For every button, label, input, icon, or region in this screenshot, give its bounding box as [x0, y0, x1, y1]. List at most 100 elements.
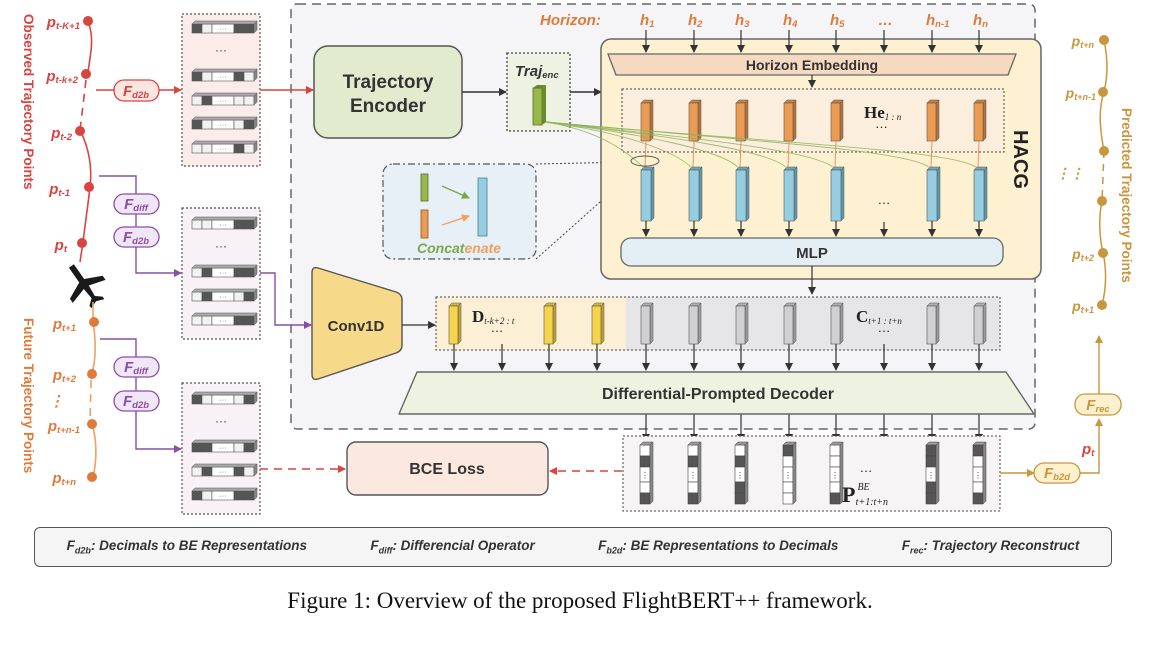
- trajectory-encoder-label-2: Encoder: [350, 96, 427, 117]
- operator-diff-future-label: Fdiff: [124, 359, 149, 377]
- svg-text:···: ···: [220, 74, 227, 81]
- he-ellipsis: …: [875, 116, 888, 131]
- predicted-be-vector: ⋮: [829, 441, 844, 505]
- operator-d2b-diff-observed-label: Fd2b: [123, 229, 149, 247]
- horizon-token: h4: [783, 12, 798, 30]
- arrow-future-to-diff: [100, 338, 137, 357]
- concat-green-arrow: [441, 185, 470, 199]
- predicted-title: Predicted Trajectory Points: [1119, 108, 1134, 283]
- concat-orange-arrow: [441, 214, 470, 226]
- point-observed-1: [83, 16, 93, 26]
- svg-text:···: ···: [220, 294, 227, 301]
- binary-encoding-row: ···: [191, 391, 258, 405]
- c-region: [626, 297, 1000, 350]
- label-p-t-2: pt-2: [50, 125, 72, 143]
- concat-vector: [640, 166, 655, 222]
- c-vector: [640, 302, 654, 345]
- binary-encoding-row: ···: [191, 116, 258, 130]
- c-vector: [973, 302, 987, 345]
- legend-item-d2b: Fd2b: Decimals to BE Representations: [66, 538, 307, 556]
- predicted-ellipsis: …: [860, 460, 873, 475]
- observed-title: Observed Trajectory Points: [21, 14, 36, 190]
- legend-item-diff: Fdiff: Differencial Operator: [370, 538, 535, 556]
- svg-text:···: ···: [220, 318, 227, 325]
- traj-broadcast-line: [545, 121, 835, 169]
- svg-text:···: ···: [220, 397, 227, 404]
- decoder-block: [398, 371, 1035, 415]
- binary-encoding-row: ···: [191, 439, 258, 453]
- conv1d-block: [311, 266, 403, 381]
- svg-text:···: ···: [220, 270, 227, 277]
- operator-rec: [1074, 393, 1122, 416]
- svg-text:⋮: ⋮: [974, 471, 982, 480]
- concat-vector: [735, 166, 750, 222]
- svg-text:···: ···: [220, 98, 227, 105]
- he-vector: [783, 99, 797, 142]
- he-vector: [735, 99, 749, 142]
- hacg-columns: [545, 99, 988, 237]
- svg-text:···: ···: [220, 469, 227, 476]
- point-observed-4: [84, 182, 94, 192]
- binary-encoding-row: ···: [191, 288, 258, 302]
- label-p-t+n: pt+n: [51, 470, 76, 488]
- horizon-token: h5: [830, 12, 845, 30]
- hacg-column-ellipsis: …: [878, 192, 891, 207]
- concat-vector: [830, 166, 845, 222]
- binary-encoding-row: ···: [191, 487, 258, 501]
- svg-text:⋮: ⋮: [927, 471, 935, 480]
- point-predicted-1: [1099, 35, 1109, 45]
- label-p-t: pt: [54, 237, 68, 255]
- predicted-be-columns: ⋮⋮⋮⋮⋮⋮⋮: [639, 441, 987, 505]
- arrow-d2b-to-bits-2: [135, 247, 182, 277]
- d-label: Dt-k+2 : t: [472, 307, 515, 326]
- d-vector: [543, 302, 557, 345]
- point-predicted-6: [1097, 300, 1107, 310]
- legend-item-b2d: Fb2d: BE Representations to Decimals: [598, 538, 839, 556]
- concat-green-vector: [420, 173, 429, 202]
- traj-broadcast-line: [545, 121, 740, 169]
- horizon-token: h1: [640, 12, 654, 30]
- svg-text:···: ···: [220, 222, 227, 229]
- figure-caption: Figure 1: Overview of the proposed Fligh…: [287, 588, 873, 613]
- binary-encoding-row: ···: [191, 140, 258, 154]
- predicted-be-vector: ⋮: [972, 441, 987, 505]
- svg-text:···: ···: [220, 122, 227, 129]
- arrow-b2d-to-rec: [1080, 418, 1103, 474]
- svg-text:⋮: ⋮: [831, 471, 839, 480]
- arrow-observed-to-diff: [99, 175, 137, 194]
- point-predicted-2: [1098, 87, 1108, 97]
- bits-ellipsis: ···: [215, 414, 227, 428]
- binary-encoding-row: ···: [191, 312, 258, 326]
- predicted-be-vector: ⋮: [782, 441, 797, 505]
- legend-item-rec: Frec: Trajectory Reconstruct: [901, 538, 1080, 556]
- point-future-2: [87, 369, 97, 379]
- bce-loss-label: BCE Loss: [409, 461, 485, 478]
- label-pred-p-t+1: pt+1: [1071, 298, 1094, 315]
- he-vector: [973, 99, 987, 142]
- observed-trajectory: [79, 20, 93, 263]
- d-ellipsis: …: [491, 320, 504, 335]
- predicted-be-vector: ⋮: [639, 441, 654, 505]
- bits-rows-diff: ···············: [191, 216, 258, 326]
- he-vector: [830, 99, 844, 142]
- operator-rec-label: Frec: [1086, 397, 1110, 415]
- c-vector: [735, 302, 749, 345]
- label-pred-p-t+n-1: pt+n-1: [1065, 85, 1096, 102]
- concat-vector: [688, 166, 703, 222]
- label-pred-p-t+n: pt+n: [1071, 33, 1095, 50]
- concat-blue-vector: [477, 177, 488, 237]
- label-pred-p-t+2: pt+2: [1071, 246, 1094, 263]
- arrow-bits-to-conv1d: [260, 272, 312, 329]
- horizon-embedding-block: [607, 53, 1017, 76]
- hacg-label: HACG: [1009, 130, 1031, 189]
- traj-enc-label: Trajenc: [515, 63, 559, 81]
- he-box: [621, 88, 1005, 153]
- concat-orange-vector: [420, 209, 429, 239]
- arrow-d2b-to-bits-3: [135, 411, 182, 453]
- traj-broadcast-line: [545, 121, 645, 169]
- operator-diff-observed-label: Fdiff: [124, 196, 149, 214]
- binary-encoding-row: ···: [191, 264, 258, 278]
- predicted-be-vector: ⋮: [734, 441, 749, 505]
